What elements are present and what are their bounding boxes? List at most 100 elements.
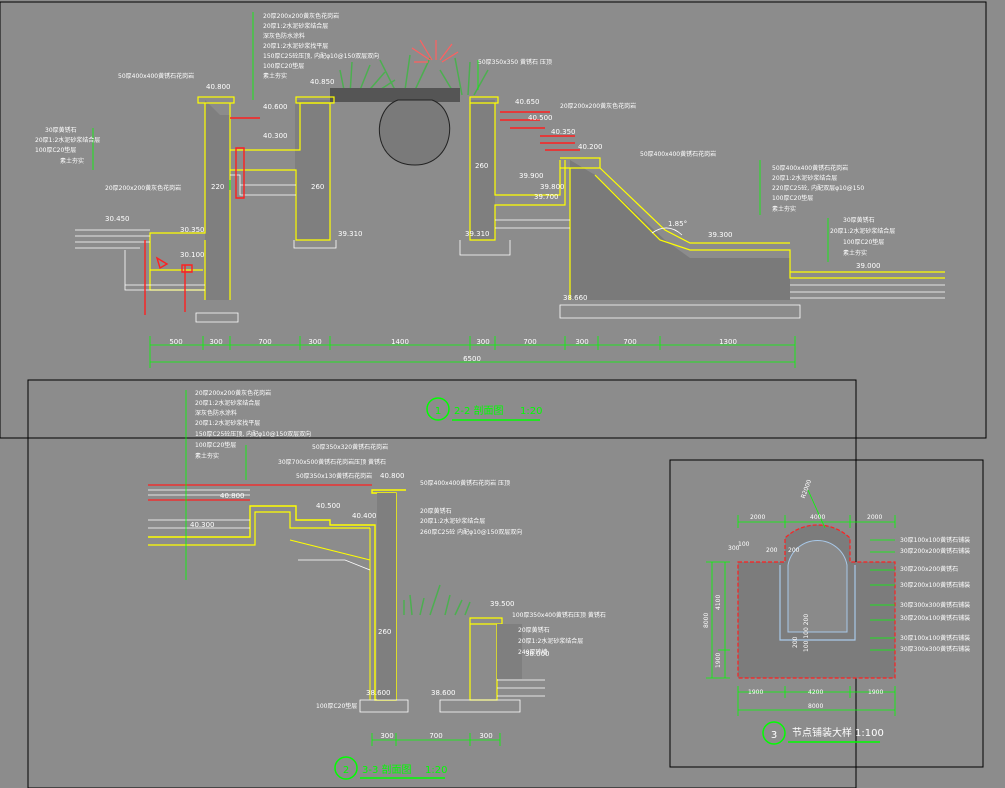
red-flower <box>411 39 459 63</box>
s1-elev-4: 30.450 <box>105 215 130 223</box>
s2-right-1: 20厚1:2水泥砂浆结合层 <box>518 637 583 645</box>
s1-dim-total: 6500 <box>463 355 481 363</box>
s3-bottom-2: 1900 <box>868 689 883 696</box>
section2-title: 3-3 剖面图 <box>362 763 412 776</box>
s2-elev-0: 40.800 <box>220 492 245 500</box>
s1-slope-1: 20厚1:2水泥砂浆结合层 <box>772 174 837 182</box>
s2-elev-2: 40.500 <box>316 502 341 510</box>
s1-note-6: 素土夯实 <box>263 72 287 80</box>
plant-cluster <box>339 54 489 96</box>
section3-scale: 1:100 <box>855 728 884 739</box>
s1-dim-9: 1300 <box>719 338 737 346</box>
s1-dim-0: 500 <box>169 338 182 346</box>
s2-elev-3: 40.300 <box>190 521 215 529</box>
section1-title-circle <box>426 397 450 421</box>
section3-drawing <box>706 489 896 716</box>
s3-bottom-0: 1900 <box>748 689 763 696</box>
s3-total: 8000 <box>808 703 823 710</box>
s3-note-6: 30厚100x100黄锈石铺装 <box>900 634 970 642</box>
section1-number: 1 <box>435 406 441 417</box>
s1-elev-15: 39.310 <box>465 230 490 238</box>
s3-vert-0: 8000 <box>703 613 710 628</box>
sheet-frame <box>0 1 987 439</box>
s1-slope-4: 素土夯实 <box>772 205 796 213</box>
s1-dim-1: 300 <box>209 338 222 346</box>
s2-note-5: 100厚C20垫层 <box>195 441 236 449</box>
section3-frame <box>669 459 984 768</box>
s1-elev-2: 40.600 <box>263 103 288 111</box>
section1-dimension-lines <box>92 12 829 368</box>
s2-elev-1: 40.800 <box>380 472 405 480</box>
s1-far-right-1: 20厚1:2水泥砂浆结合层 <box>830 227 895 235</box>
s2-note-right-coping: 100厚350x400黄锈石压顶 黄锈石 <box>512 611 606 619</box>
section1-thin-lines <box>75 174 945 323</box>
s2-elev-4: 40.400 <box>352 512 377 520</box>
s1-wall-2: 260 <box>475 162 488 170</box>
s2-right-2: 240厚砖墙 <box>518 648 547 656</box>
s1-slope-0: 50厚400x400黄锈石花岗岩 <box>772 164 848 172</box>
s2-wall-0: 20厚黄锈石 <box>420 507 452 515</box>
s1-left-edge-2: 100厚C20垫层 <box>35 146 76 154</box>
s1-dim-4: 1400 <box>391 338 409 346</box>
s1-dim-3: 300 <box>308 338 321 346</box>
s2-elev-7: 38.600 <box>366 689 391 697</box>
s3-note-7: 30厚300x300黄锈石铺装 <box>900 645 970 653</box>
s3-vert-2: 1900 <box>715 653 722 668</box>
s1-elev-14: 39.700 <box>534 193 559 201</box>
s3-left-2: 200 <box>766 547 778 554</box>
s1-far-right-2: 100厚C20垫层 <box>843 238 884 246</box>
section3-number: 3 <box>771 730 777 741</box>
section2-title-circle <box>334 756 358 780</box>
s1-elev-11: 40.200 <box>578 143 603 151</box>
section2-plants <box>403 584 471 616</box>
s3-note-4: 30厚300x300黄锈石铺装 <box>900 601 970 609</box>
s2-note-b: 30厚700x500黄锈石花岗岩压顶 黄锈石 <box>278 458 386 466</box>
s3-note-2: 30厚200x200黄锈石 <box>900 565 958 573</box>
s2-dim-1: 700 <box>429 732 442 740</box>
s2-right-0: 20厚黄锈石 <box>518 626 550 634</box>
s1-note-5: 100厚C20垫层 <box>263 62 304 70</box>
s1-slope-3: 100厚C20垫层 <box>772 194 813 202</box>
s2-note-4: 150厚C25砼压顶, 内配φ10@150双层双向 <box>195 430 311 438</box>
s3-inner-0: 200 <box>792 636 799 648</box>
section1-accents <box>144 111 580 315</box>
s3-vert-1: 4100 <box>715 595 722 610</box>
s1-note-pave-right: 20厚200x200黄灰色花岗岩 <box>560 102 636 110</box>
s1-far-right-3: 素土夯实 <box>843 249 867 257</box>
s1-note-1: 20厚1:2水泥砂浆结合层 <box>263 22 328 30</box>
section3-title-circle <box>762 721 786 745</box>
s1-slope-2: 220厚C25砼, 内配双层φ10@150 <box>772 184 864 192</box>
s1-elev-8: 40.650 <box>515 98 540 106</box>
s3-note-3: 30厚200x100黄锈石铺装 <box>900 581 970 589</box>
s1-elev-13: 39.800 <box>540 183 565 191</box>
s1-note-4: 150厚C25砼压顶, 内配φ10@150双层双向 <box>263 52 379 60</box>
s1-dim-6: 700 <box>523 338 536 346</box>
s3-note-0: 30厚100x100黄锈石铺装 <box>900 536 970 544</box>
section3-title: 节点铺装大样 <box>792 726 852 739</box>
s2-elev-8: 38.600 <box>431 689 456 697</box>
s3-left-0: 300 <box>728 545 740 552</box>
s2-elev-5: 39.500 <box>490 600 515 608</box>
s1-note-coping-right: 50厚400x400黄锈石花岗岩 <box>640 150 716 158</box>
s2-note-a: 50厚350x320黄锈石花岗岩 <box>312 443 388 451</box>
s3-left-1: 100 <box>738 541 750 548</box>
s2-wall-label: 260 <box>378 628 391 636</box>
s2-wall-2: 260厚C25砼 内配φ10@150双层双向 <box>420 528 522 536</box>
s3-top-dim-1: 4000 <box>810 514 825 521</box>
s1-dim-8: 700 <box>623 338 636 346</box>
s1-note-2: 深灰色防水涂料 <box>263 32 305 40</box>
section2-number: 2 <box>343 765 349 776</box>
s1-left-edge-3: 素土夯实 <box>60 157 84 165</box>
s1-elev-5: 30.350 <box>180 226 205 234</box>
planter-pot <box>378 99 451 166</box>
s3-bottom-1: 4200 <box>808 689 823 696</box>
s2-dim-2: 300 <box>479 732 492 740</box>
section1-drawing <box>75 12 945 368</box>
s1-elev-18: 38.660 <box>563 294 588 302</box>
s1-elev-12: 39.900 <box>519 172 544 180</box>
s2-note-coping: 50厚400x400黄锈石花岗岩 压顶 <box>420 479 510 487</box>
s1-dim-2: 700 <box>258 338 271 346</box>
s2-note-0: 20厚200x200黄灰色花岗岩 <box>195 389 271 397</box>
section2-frame <box>27 379 857 788</box>
